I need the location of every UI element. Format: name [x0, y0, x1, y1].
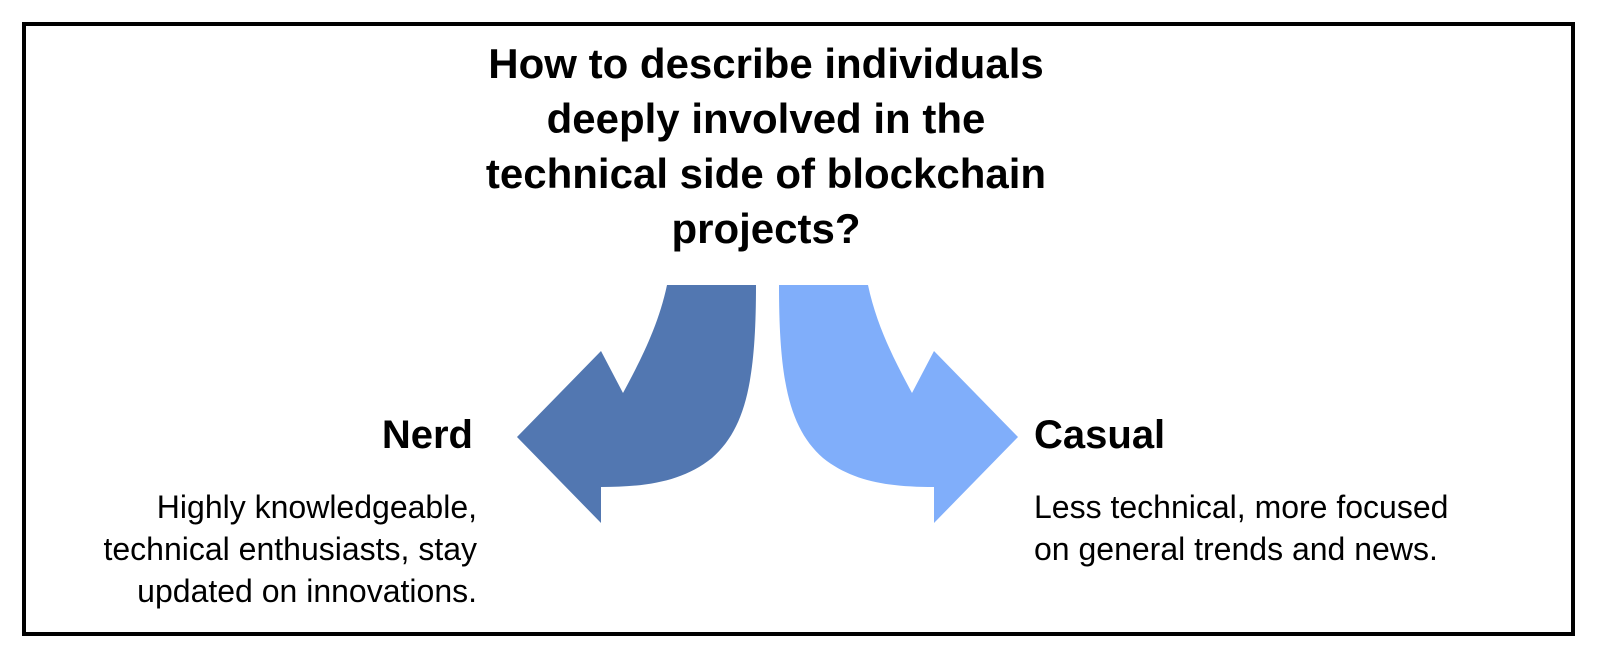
description-line: updated on innovations.: [137, 573, 477, 609]
title-line: projects?: [671, 205, 861, 252]
description-line: Less technical, more focused: [1034, 489, 1449, 525]
description-line: on general trends and news.: [1034, 531, 1438, 567]
curved-right-arrow-icon: [779, 285, 1018, 523]
curved-left-arrow-icon: [517, 285, 756, 523]
casual-label: Casual: [1034, 413, 1166, 457]
nerd-description: Highly knowledgeable, technical enthusia…: [30, 486, 477, 612]
nerd-label: Nerd: [381, 413, 473, 457]
description-line: Highly knowledgeable,: [156, 489, 477, 525]
title-line: How to describe individuals: [488, 40, 1044, 87]
description-line: technical enthusiasts, stay: [103, 531, 477, 567]
diagram-title: How to describe individuals deeply invol…: [366, 36, 1166, 256]
title-line: technical side of blockchain: [485, 150, 1047, 197]
title-line: deeply involved in the: [546, 95, 986, 142]
casual-description: Less technical, more focused on general …: [1034, 486, 1554, 570]
